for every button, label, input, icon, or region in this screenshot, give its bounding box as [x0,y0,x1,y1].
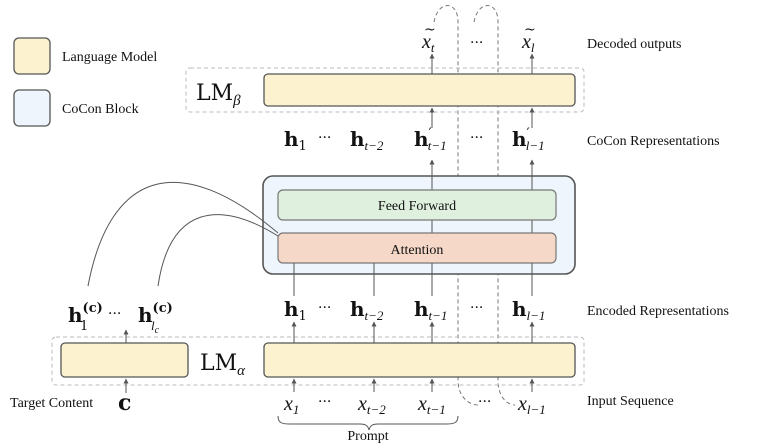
curve-content-h1-to-attention [87,181,279,287]
svg-text:h1: h1 [284,297,307,324]
content-representations: h(c) 1 ··· h(c) lc [68,301,173,336]
lm-alpha-prompt-block [263,342,576,378]
svg-text:···: ··· [470,300,483,316]
svg-text:h′l−1: h′l−1 [512,126,545,153]
svg-text:···: ··· [470,130,483,146]
cocon-representations: h1 ··· ht−2 h′t−1 ··· h′l−1 [284,126,545,154]
encoded-representations-label: Encoded Representations [587,304,729,319]
svg-text:···: ··· [478,394,491,410]
svg-text:···: ··· [108,306,121,322]
svg-text:xt−2: xt−2 [357,393,386,417]
attention-block [277,232,557,264]
decoded-ellipsis: ··· [470,35,483,51]
loop-xt [433,5,479,406]
svg-text:x1: x1 [283,393,299,417]
decoded-xt: xt [421,31,435,55]
svg-text:1: 1 [80,319,88,334]
svg-text:~: ~ [524,22,536,38]
legend-lm-swatch [13,37,51,75]
svg-text:h(c): h(c) [138,301,173,327]
feed-forward-block [277,189,557,221]
lm-beta-block [263,73,576,107]
svg-text:···: ··· [318,394,331,410]
input-sequence: x1 ··· xt−2 xt−1 ··· xl−1 [283,393,546,417]
decoded-outputs: xt ~ ··· xl ~ [421,22,536,55]
lm-beta-dashed-border [185,67,585,113]
svg-text:LMα: LMα [200,351,246,379]
decoded-xl: xl [521,31,535,55]
lm-alpha-label: LMα [200,351,246,379]
feed-forward-label: Feed Forward [378,199,456,214]
svg-text:h(c): h(c) [68,301,103,327]
svg-text:ht−2: ht−2 [350,127,384,153]
lm-beta-label: LMβ [196,81,241,109]
svg-text:···: ··· [318,300,331,316]
decoded-outputs-label: Decoded outputs [587,37,681,52]
svg-text:···: ··· [318,130,331,146]
prompt-label: Prompt [347,429,388,444]
curve-content-hlc-to-attention [157,214,279,287]
svg-text:h′t−1: h′t−1 [414,126,447,153]
svg-text:xl−1: xl−1 [517,393,546,417]
autoregressive-loops [433,5,516,406]
svg-text:~: ~ [424,22,436,38]
svg-text:xt−1: xt−1 [417,393,446,417]
svg-text:hl−1: hl−1 [512,297,545,323]
legend: Language Model CoCon Block [13,37,157,127]
prompt-brace [277,415,459,431]
legend-cocon-label: CoCon Block [62,102,139,117]
encoded-representations: h1 ··· ht−2 ht−1 ··· hl−1 [284,297,545,324]
input-sequence-label: Input Sequence [587,394,674,409]
svg-text:ht−1: ht−1 [414,297,447,323]
lm-alpha-content-block [60,342,189,378]
svg-text:ht−2: ht−2 [350,297,384,323]
legend-cocon-swatch [13,89,51,127]
loop-xl [473,5,516,406]
legend-lm-label: Language Model [62,50,157,65]
target-content-label: Target Content [10,396,93,411]
target-content-symbol: c [118,390,131,416]
svg-text:lc: lc [151,318,160,336]
attention-label: Attention [391,243,444,258]
cocon-representations-label: CoCon Representations [587,134,720,149]
svg-text:h1: h1 [284,127,307,154]
lm-alpha-dashed-border [51,336,585,386]
svg-text:LMβ: LMβ [196,81,241,109]
